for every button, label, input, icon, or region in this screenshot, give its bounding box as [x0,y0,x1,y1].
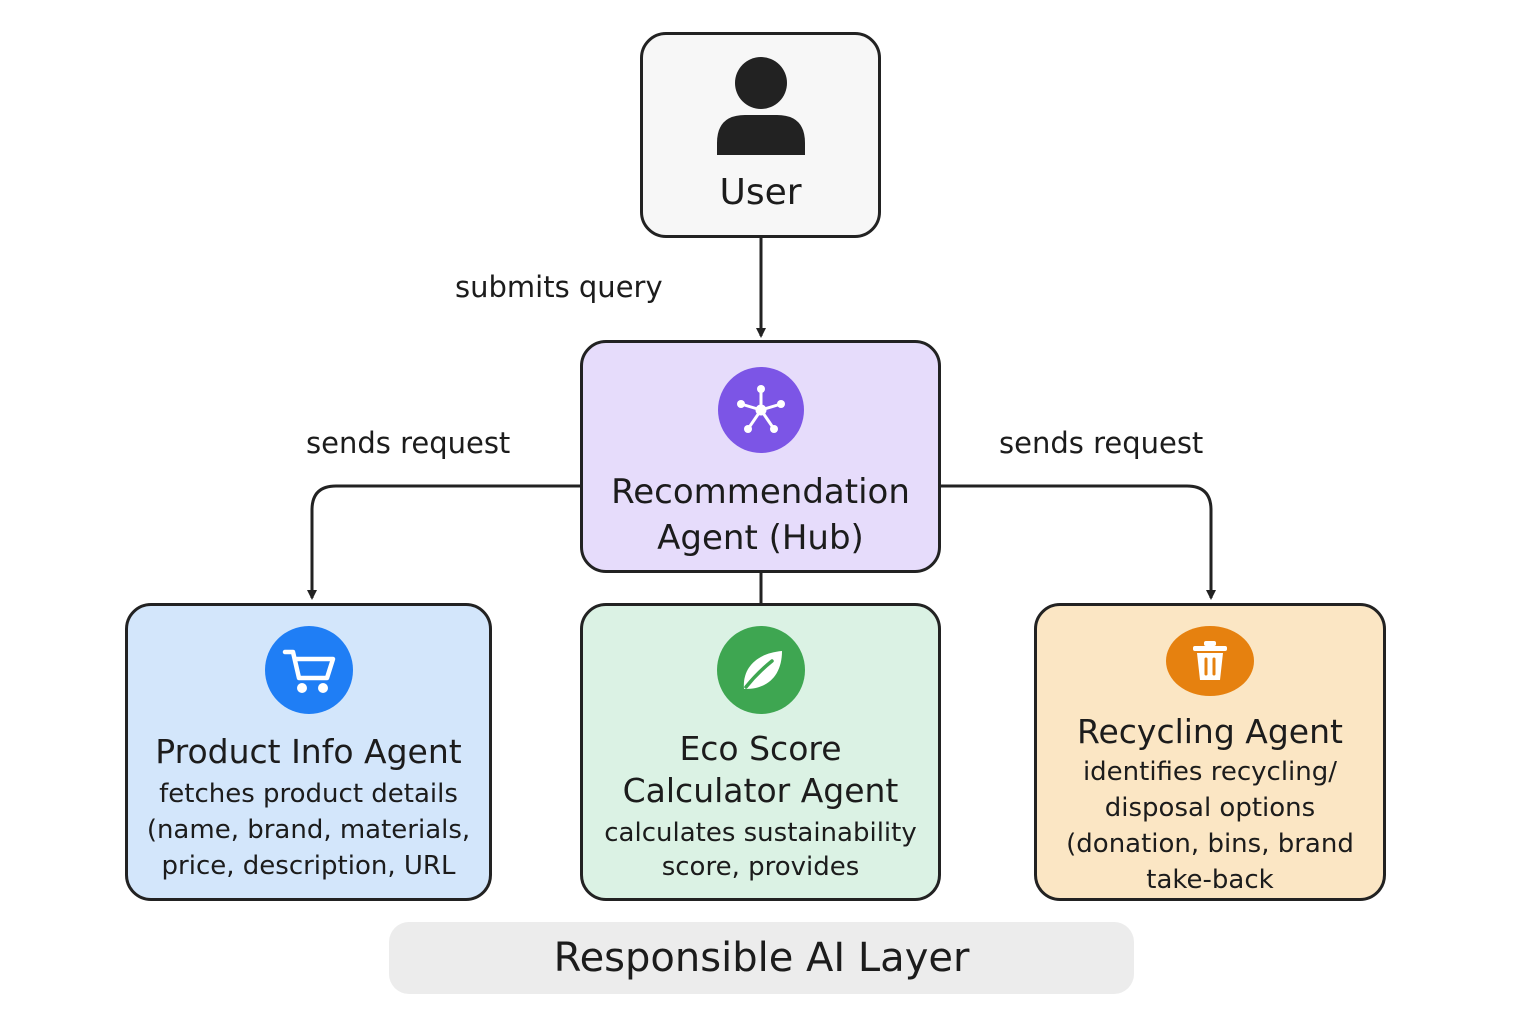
recycle-title: Recycling Agent [1077,712,1343,751]
eco-icon-circle [716,626,805,714]
user-icon [716,57,805,155]
product-desc-line-3: price, description, URL [161,851,456,881]
user-title: User [719,172,802,213]
eco-title-line-1: Eco Score [679,729,842,768]
edge-label-sends-request-left: sends request [306,426,511,460]
eco-title-line-2: Calculator Agent [622,771,899,810]
hub-icon-circle [717,367,804,453]
product-info-agent-node: Product Info Agent fetches product detai… [125,603,492,901]
product-title: Product Info Agent [155,732,462,771]
eco-desc-line-2: score, provides [661,852,860,882]
product-icon-circle [264,626,353,714]
arrow-hub-to-product [307,484,580,600]
recommendation-agent-hub-node: Recommendation Agent (Hub) [580,340,941,573]
arrow-hub-to-recycle [941,484,1216,600]
shopping-cart-icon [282,649,335,693]
hub-title-line-2: Agent (Hub) [657,518,864,558]
eco-desc-line-1: calculates sustainability [604,818,917,848]
leaf-icon [743,651,782,689]
edge-label-submits-query: submits query [455,270,663,304]
hub-network-icon [736,385,785,433]
recycle-desc-line-1: identifies recycling/ [1082,757,1338,787]
recycle-desc-line-3: (donation, bins, brand [1066,829,1354,859]
product-desc-line-2: (name, brand, materials, [146,815,471,845]
responsible-ai-layer-bar: Responsible AI Layer [389,922,1134,994]
hub-title-line-1: Recommendation [611,472,910,512]
recycle-icon-circle [1166,626,1254,696]
recycle-desc-line-4: take-back [1146,865,1274,895]
product-desc-line-1: fetches product details [159,779,458,809]
trash-bin-icon [1193,641,1227,680]
edge-label-sends-request-right: sends request [999,426,1204,460]
responsible-ai-layer-label: Responsible AI Layer [553,935,970,981]
recycling-agent-node: Recycling Agent identifies recycling/ di… [1034,603,1386,901]
recycle-desc-line-2: disposal options [1104,793,1316,823]
user-node: User [640,32,881,238]
eco-score-calculator-agent-node: Eco Score Calculator Agent calculates su… [580,603,941,901]
